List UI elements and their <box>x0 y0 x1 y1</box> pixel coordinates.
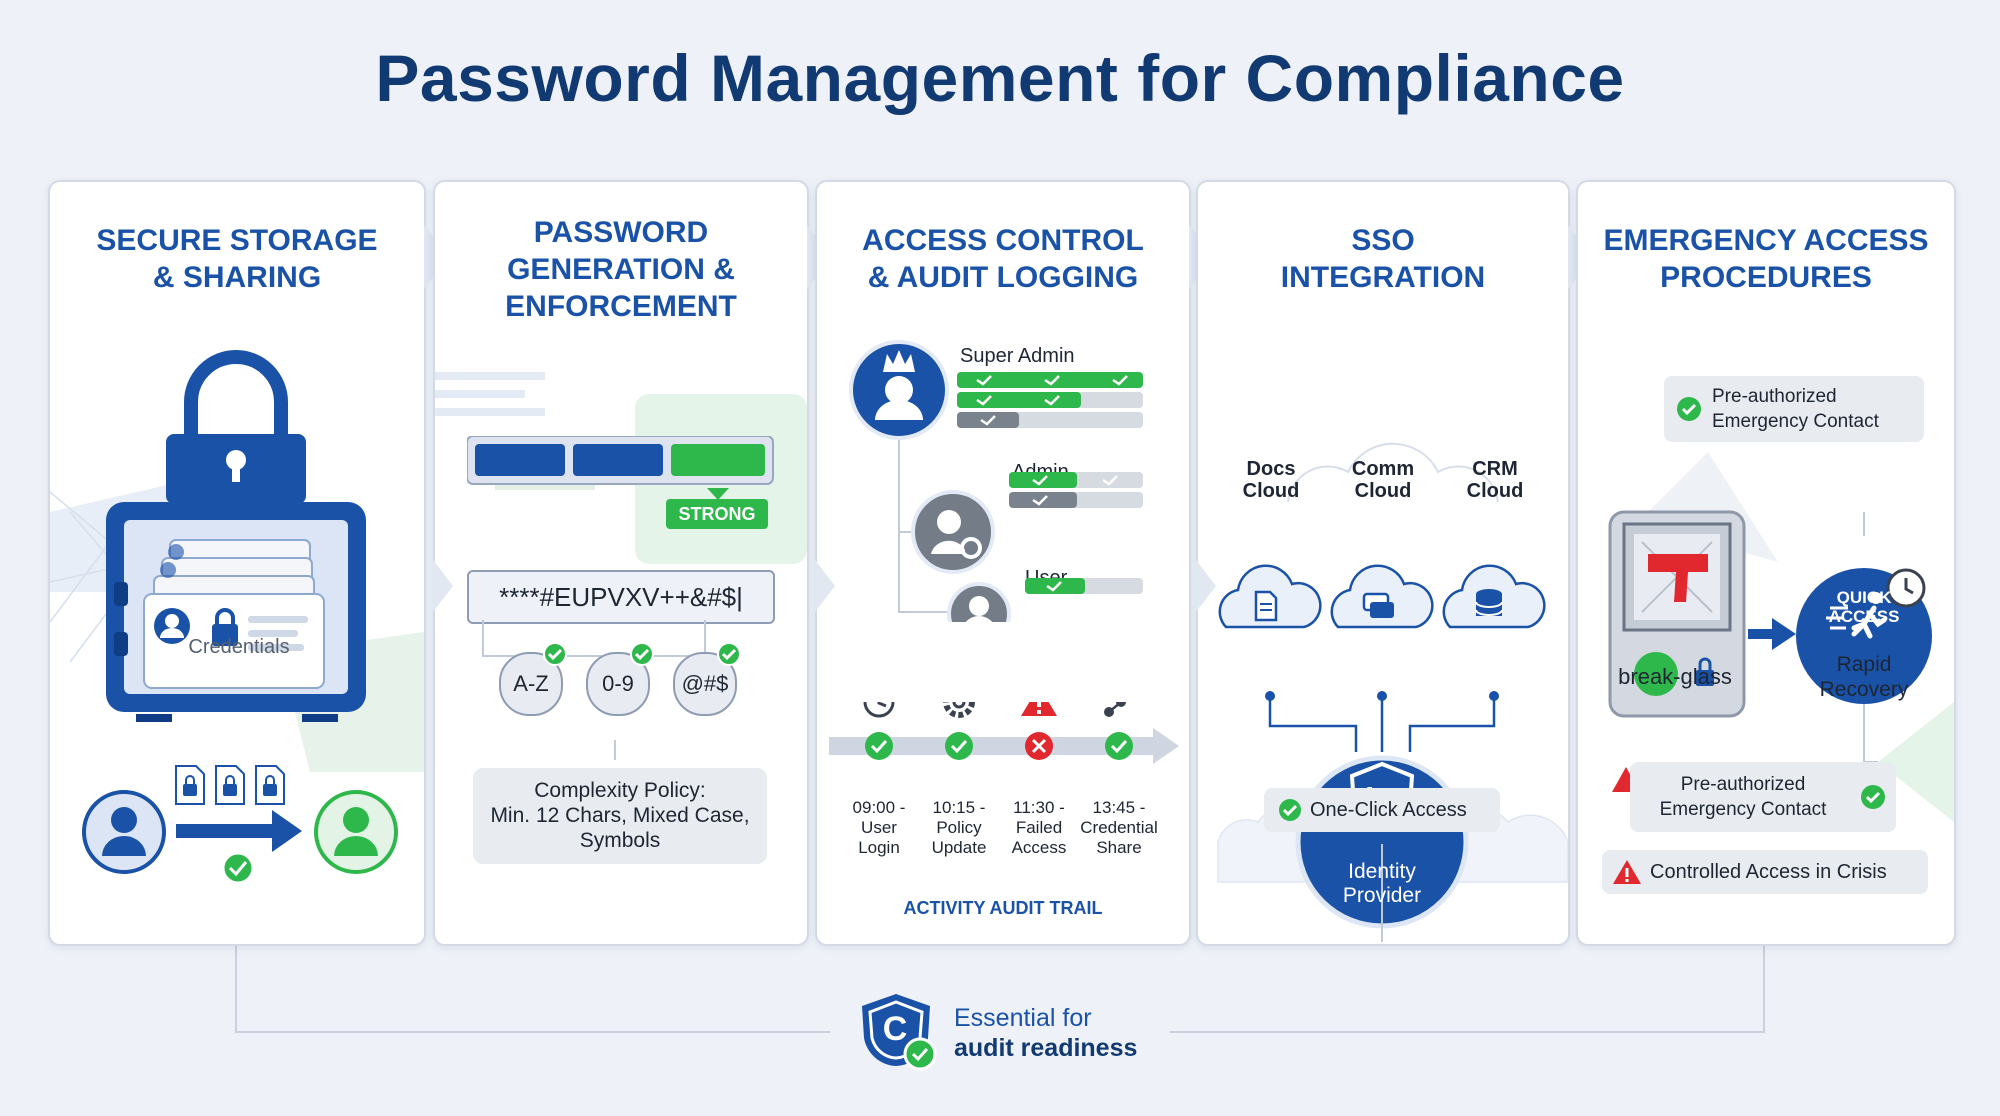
panel-title: EMERGENCY ACCESS PROCEDURES <box>1603 224 1929 294</box>
quick-access-label: QUICK ACCESS <box>1828 588 1900 626</box>
flow-arrow <box>815 560 835 612</box>
timeline-entry: 09:00 - User Login <box>852 798 906 857</box>
audit-timeline <box>829 702 1179 764</box>
compliance-shield-icon <box>862 994 937 1071</box>
user-avatar <box>947 582 1011 622</box>
timeline-entry: 10:15 - Policy Update <box>931 798 987 857</box>
panel-secure-storage: SECURE STORAGE & SHARING Credentials <box>48 180 426 946</box>
admin-avatar <box>911 490 995 574</box>
credentials-label: Credentials <box>188 636 290 658</box>
audit-trail-label: ACTIVITY AUDIT TRAIL <box>903 898 1103 918</box>
permission-bars <box>957 372 1143 594</box>
panel-title: PASSWORD GENERATION & ENFORCEMENT <box>505 216 737 323</box>
panel-title: ACCESS CONTROL & AUDIT LOGGING <box>862 224 1144 294</box>
sso-diagram <box>1217 442 1568 942</box>
panel-access-control: ACCESS CONTROL & AUDIT LOGGING Super Adm… <box>815 180 1191 946</box>
check-icon <box>1861 785 1885 809</box>
role-hierarchy <box>849 340 1011 622</box>
sharing-diagram <box>82 765 398 885</box>
char-class-uppercase: A-Z <box>499 652 563 716</box>
panel-emergency-access: EMERGENCY ACCESS PROCEDURES <box>1576 180 1956 946</box>
char-class-connectors <box>482 620 706 760</box>
one-click-access[interactable]: One-Click Access <box>1264 788 1500 832</box>
timeline-entry: 11:30 - Failed Access <box>1011 798 1067 857</box>
emergency-contact-bottom: Pre-authorized Emergency Contact <box>1630 762 1896 832</box>
panel-title: SSO INTEGRATION <box>1280 224 1486 294</box>
gear-icon <box>943 702 975 718</box>
cloud-label: Docs Cloud <box>1242 458 1300 502</box>
warning-icon <box>1021 702 1057 716</box>
badge-letter: C <box>882 1010 908 1048</box>
footer-text: Essential for audit readiness <box>954 1004 1138 1062</box>
flow-arrow <box>433 560 453 612</box>
cloud-docs <box>1218 564 1322 629</box>
running-person-icon <box>1826 592 1887 639</box>
cloud-comm <box>1330 564 1434 629</box>
emergency-diagram <box>1608 452 1954 822</box>
strength-meter <box>467 436 774 500</box>
strength-badge: STRONG <box>666 499 768 529</box>
check-icon <box>1677 397 1701 421</box>
share-icon <box>1104 702 1126 717</box>
safe-icon <box>106 350 366 722</box>
timeline-entry: 13:45 - Credential Share <box>1080 798 1158 857</box>
break-glass-label: break-glass <box>1618 664 1732 689</box>
cloud-crm <box>1442 564 1546 629</box>
password-field[interactable]: ****#EUPVXV++&#$| <box>467 570 775 624</box>
super-admin-avatar <box>849 340 949 440</box>
complexity-policy: Complexity Policy: Min. 12 Chars, Mixed … <box>473 768 767 864</box>
cloud-label: CRM Cloud <box>1466 458 1524 502</box>
page-title: Password Management for Compliance <box>375 41 1625 115</box>
check-icon <box>543 642 741 666</box>
role-label: Super Admin <box>960 345 1075 367</box>
emergency-contact-top: Pre-authorized Emergency Contact <box>1664 376 1924 442</box>
break-glass-box <box>1608 510 1746 718</box>
check-icon <box>1279 799 1301 821</box>
clock-icon <box>863 702 895 718</box>
quick-access-badge <box>1796 568 1932 704</box>
crisis-badge: Controlled Access in Crisis <box>1602 850 1928 894</box>
rapid-recovery-label: Rapid Recovery <box>1819 653 1909 701</box>
identity-provider: Identity Provider <box>1342 860 1422 907</box>
flow-arrow <box>1196 560 1216 612</box>
file-lock-icon <box>175 765 285 805</box>
panel-title: SECURE STORAGE & SHARING <box>96 224 378 294</box>
cloud-label: Comm Cloud <box>1351 458 1415 502</box>
panel-password-generation: PASSWORD GENERATION & ENFORCEMENT STRONG… <box>433 180 809 946</box>
warning-icon <box>1613 860 1641 884</box>
footer-bracket <box>235 940 1765 1033</box>
